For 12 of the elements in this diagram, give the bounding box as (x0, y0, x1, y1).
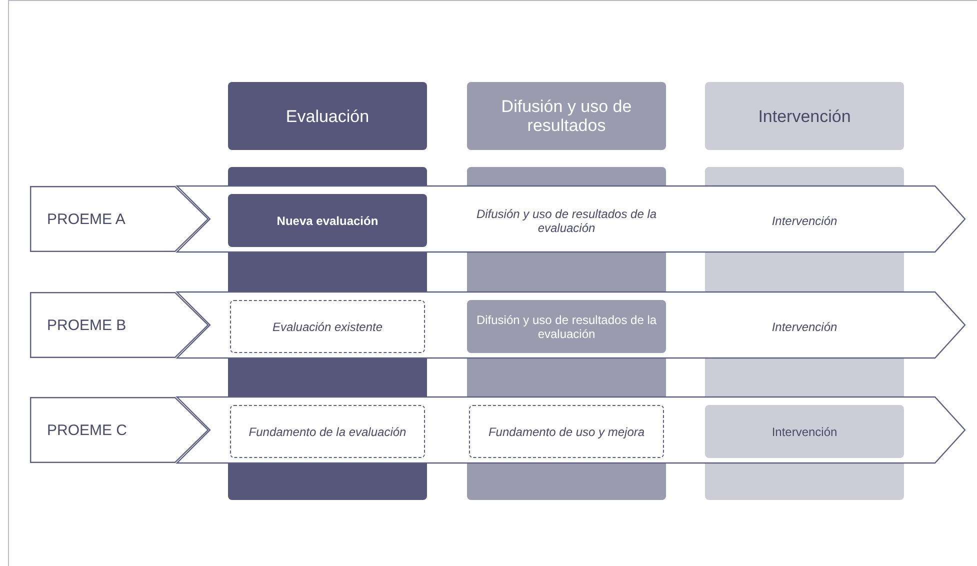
row-header: PROEME A (30, 186, 210, 252)
column-header: Evaluación (228, 82, 427, 150)
dashed-step-box: Fundamento de uso y mejora (469, 405, 664, 458)
row-header: PROEME C (30, 397, 210, 463)
step-box: Intervención (705, 405, 904, 458)
column-header: Intervención (705, 82, 904, 150)
column-header: Difusión y uso de resultados (467, 82, 666, 150)
step-box: Difusión y uso de resultados de la evaluación (467, 300, 666, 353)
step-box: Nueva evaluación (228, 194, 427, 247)
dashed-step-box: Fundamento de la evaluación (230, 405, 425, 458)
row-header: PROEME B (30, 292, 210, 358)
dashed-step-box: Evaluación existente (230, 300, 425, 353)
